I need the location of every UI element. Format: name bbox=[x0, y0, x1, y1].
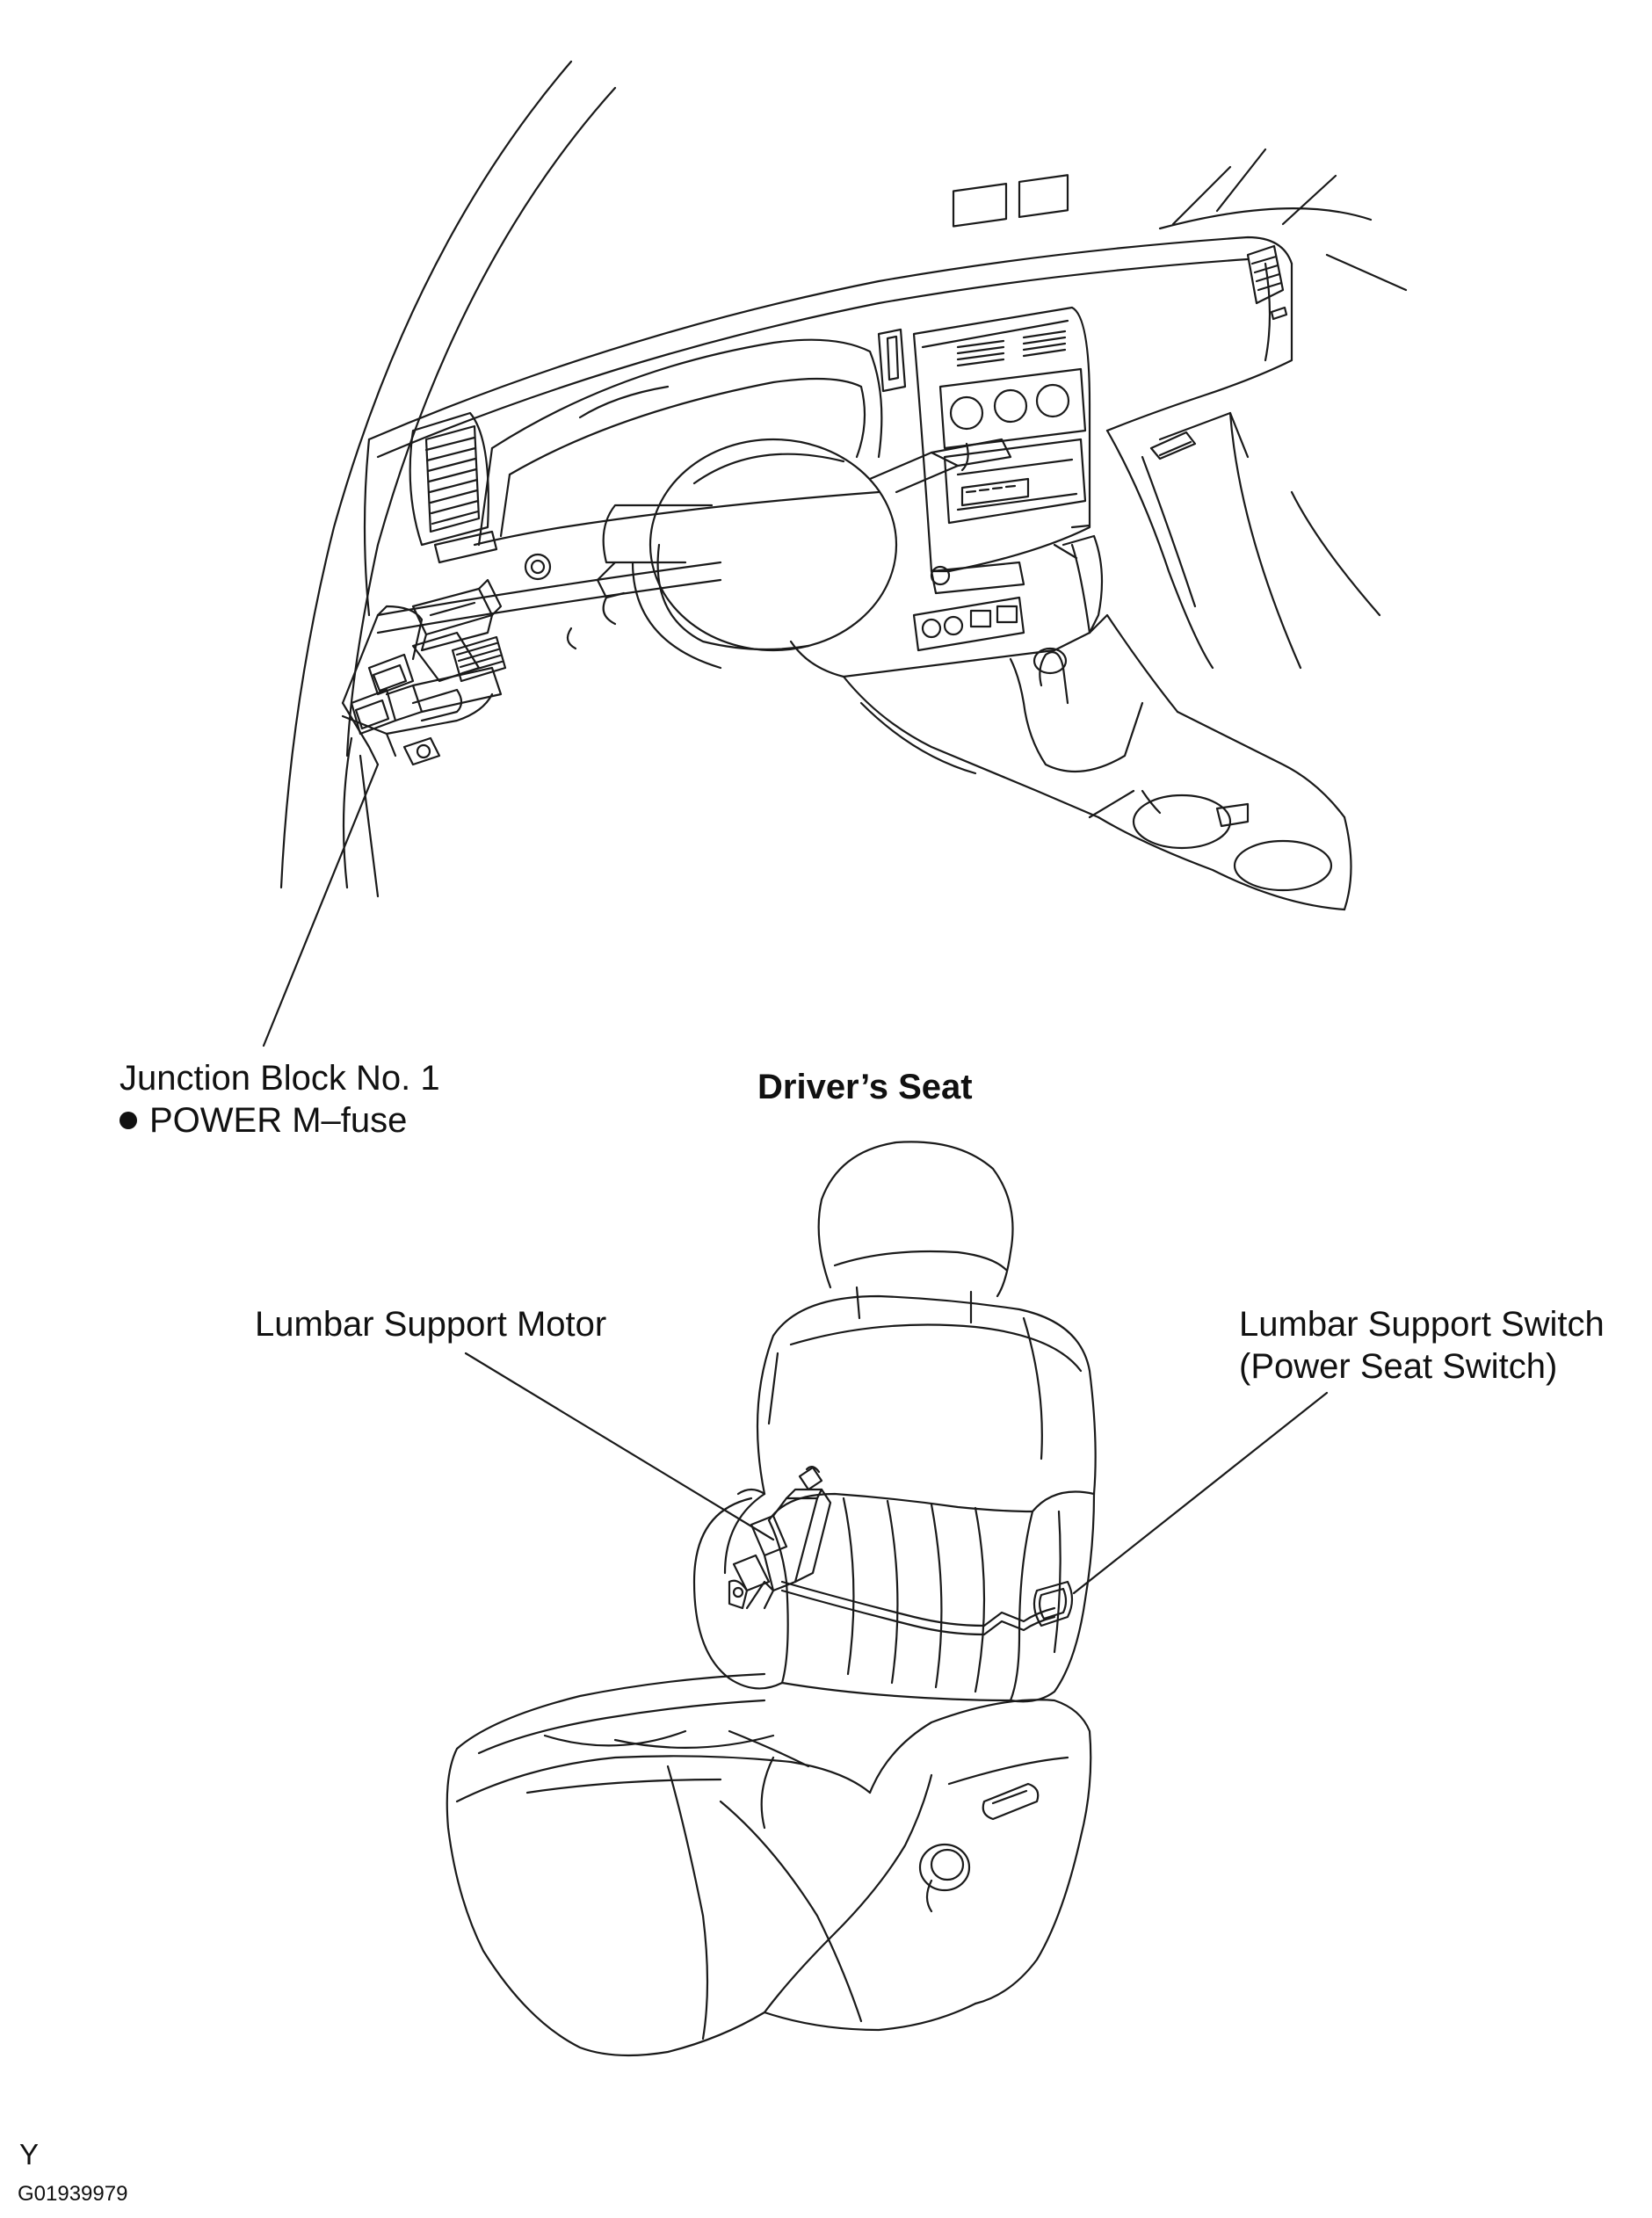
drivers-seat-title: Driver’s Seat bbox=[757, 1068, 973, 1106]
drivers-seat-drawing bbox=[447, 1142, 1096, 2055]
lumbar-switch-line1: Lumbar Support Switch bbox=[1239, 1305, 1605, 1344]
lumbar-switch-drawing bbox=[1034, 1582, 1072, 1626]
bullet-icon bbox=[120, 1112, 137, 1129]
junction-block-fuse-line: POWER M–fuse bbox=[120, 1099, 440, 1142]
footer-letter: Y bbox=[19, 2138, 40, 2171]
junction-block-drawing bbox=[343, 580, 505, 765]
junction-block-leader bbox=[264, 765, 378, 1046]
dashboard-drawing bbox=[264, 62, 1406, 1046]
junction-block-fuse: POWER M–fuse bbox=[149, 1101, 408, 1140]
lumbar-motor-drawing bbox=[729, 1467, 830, 1608]
lumbar-switch-leader bbox=[1074, 1393, 1327, 1593]
junction-block-title: Junction Block No. 1 bbox=[120, 1059, 440, 1098]
lumbar-motor-leader bbox=[466, 1353, 773, 1540]
lumbar-switch-line2: (Power Seat Switch) bbox=[1239, 1347, 1558, 1386]
figure-code: G01939979 bbox=[18, 2182, 128, 2206]
junction-block-label: Junction Block No. 1 POWER M–fuse bbox=[120, 1057, 440, 1142]
lumbar-switch-label: Lumbar Support Switch (Power Seat Switch… bbox=[1239, 1303, 1605, 1388]
lumbar-motor-label: Lumbar Support Motor bbox=[255, 1305, 607, 1344]
